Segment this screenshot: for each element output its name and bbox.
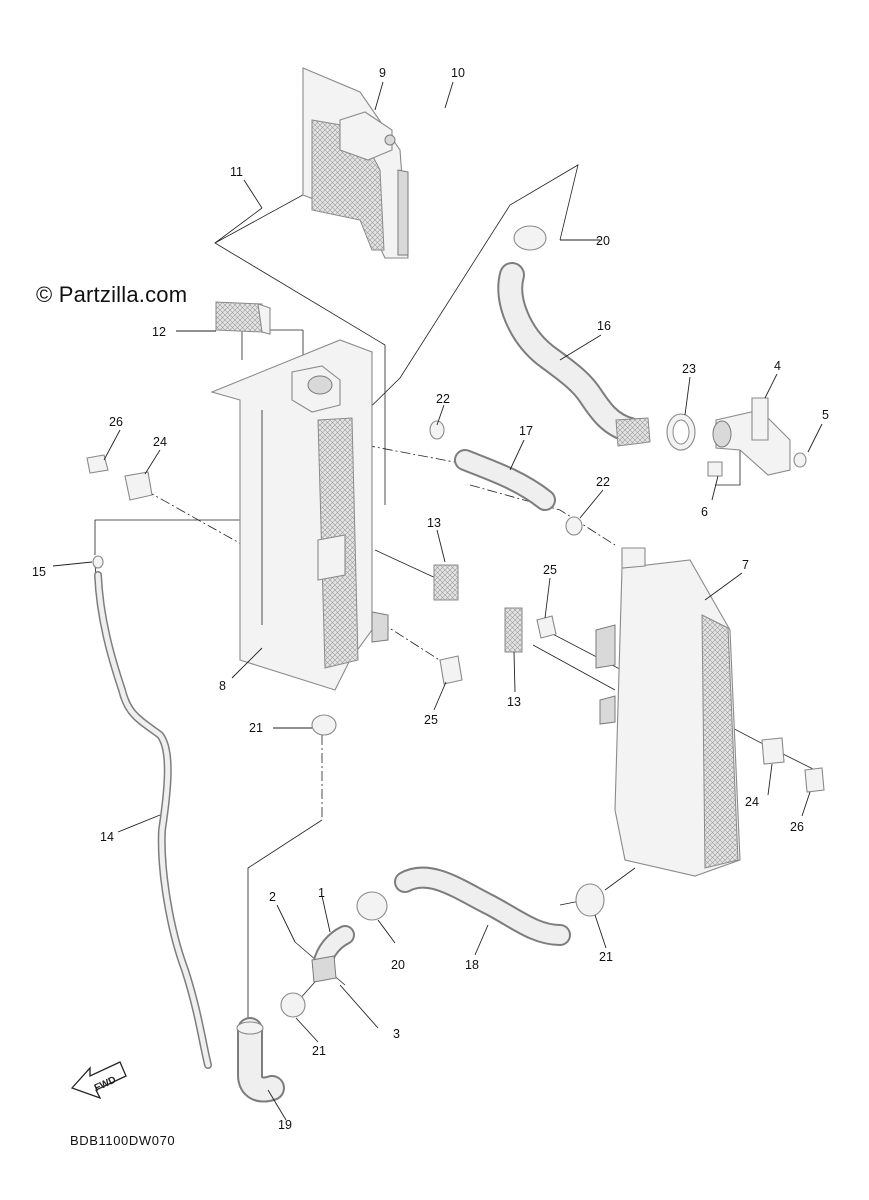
callout-numbers: 9 10 11 20 12 16 23 4 5 22 17 26 24 22 6…	[32, 66, 829, 1132]
watermark: © Partzilla.com	[36, 282, 188, 307]
callout-13: 13	[427, 516, 441, 530]
drawing-code: BDB1100DW070	[70, 1133, 176, 1148]
callout-2: 2	[269, 890, 276, 904]
callout-26: 26	[790, 820, 804, 834]
callout-21: 21	[312, 1044, 326, 1058]
callout-7: 7	[742, 558, 749, 572]
callout-13: 13	[507, 695, 521, 709]
callout-25: 25	[424, 713, 438, 727]
leader-lines	[52, 81, 823, 1121]
callout-21: 21	[599, 950, 613, 964]
callout-12: 12	[152, 325, 166, 339]
callout-22: 22	[596, 475, 610, 489]
callout-6: 6	[701, 505, 708, 519]
callout-8: 8	[219, 679, 226, 693]
fwd-arrow-icon: FWD	[70, 1061, 127, 1100]
left-radiator	[210, 339, 389, 691]
callout-16: 16	[597, 319, 611, 333]
callout-17: 17	[519, 424, 533, 438]
callout-18: 18	[465, 958, 479, 972]
callout-23: 23	[682, 362, 696, 376]
callout-14: 14	[100, 830, 114, 844]
callout-10: 10	[451, 66, 465, 80]
callout-3: 3	[393, 1027, 400, 1041]
clamp-12	[215, 301, 271, 335]
callout-11: 11	[230, 165, 243, 179]
callout-5: 5	[822, 408, 829, 422]
small-parts	[86, 454, 825, 1018]
callout-26: 26	[109, 415, 123, 429]
right-radiator	[595, 547, 741, 877]
callout-25: 25	[543, 563, 557, 577]
radiator-cover	[302, 67, 409, 259]
callout-20: 20	[596, 234, 610, 248]
callout-21: 21	[249, 721, 263, 735]
hose-18	[394, 866, 571, 946]
callout-4: 4	[774, 359, 781, 373]
callout-19: 19	[278, 1118, 292, 1132]
hose-19	[236, 1017, 285, 1103]
callout-20: 20	[391, 958, 405, 972]
hose-16	[497, 225, 651, 447]
hose-14	[94, 571, 212, 1069]
callout-1: 1	[318, 886, 325, 900]
callout-24: 24	[745, 795, 759, 809]
callout-9: 9	[379, 66, 386, 80]
callout-15: 15	[32, 565, 46, 579]
hose-1	[311, 925, 355, 983]
callout-24: 24	[153, 435, 167, 449]
callout-22: 22	[436, 392, 450, 406]
hose-17	[429, 420, 583, 536]
joint-4	[666, 397, 807, 477]
